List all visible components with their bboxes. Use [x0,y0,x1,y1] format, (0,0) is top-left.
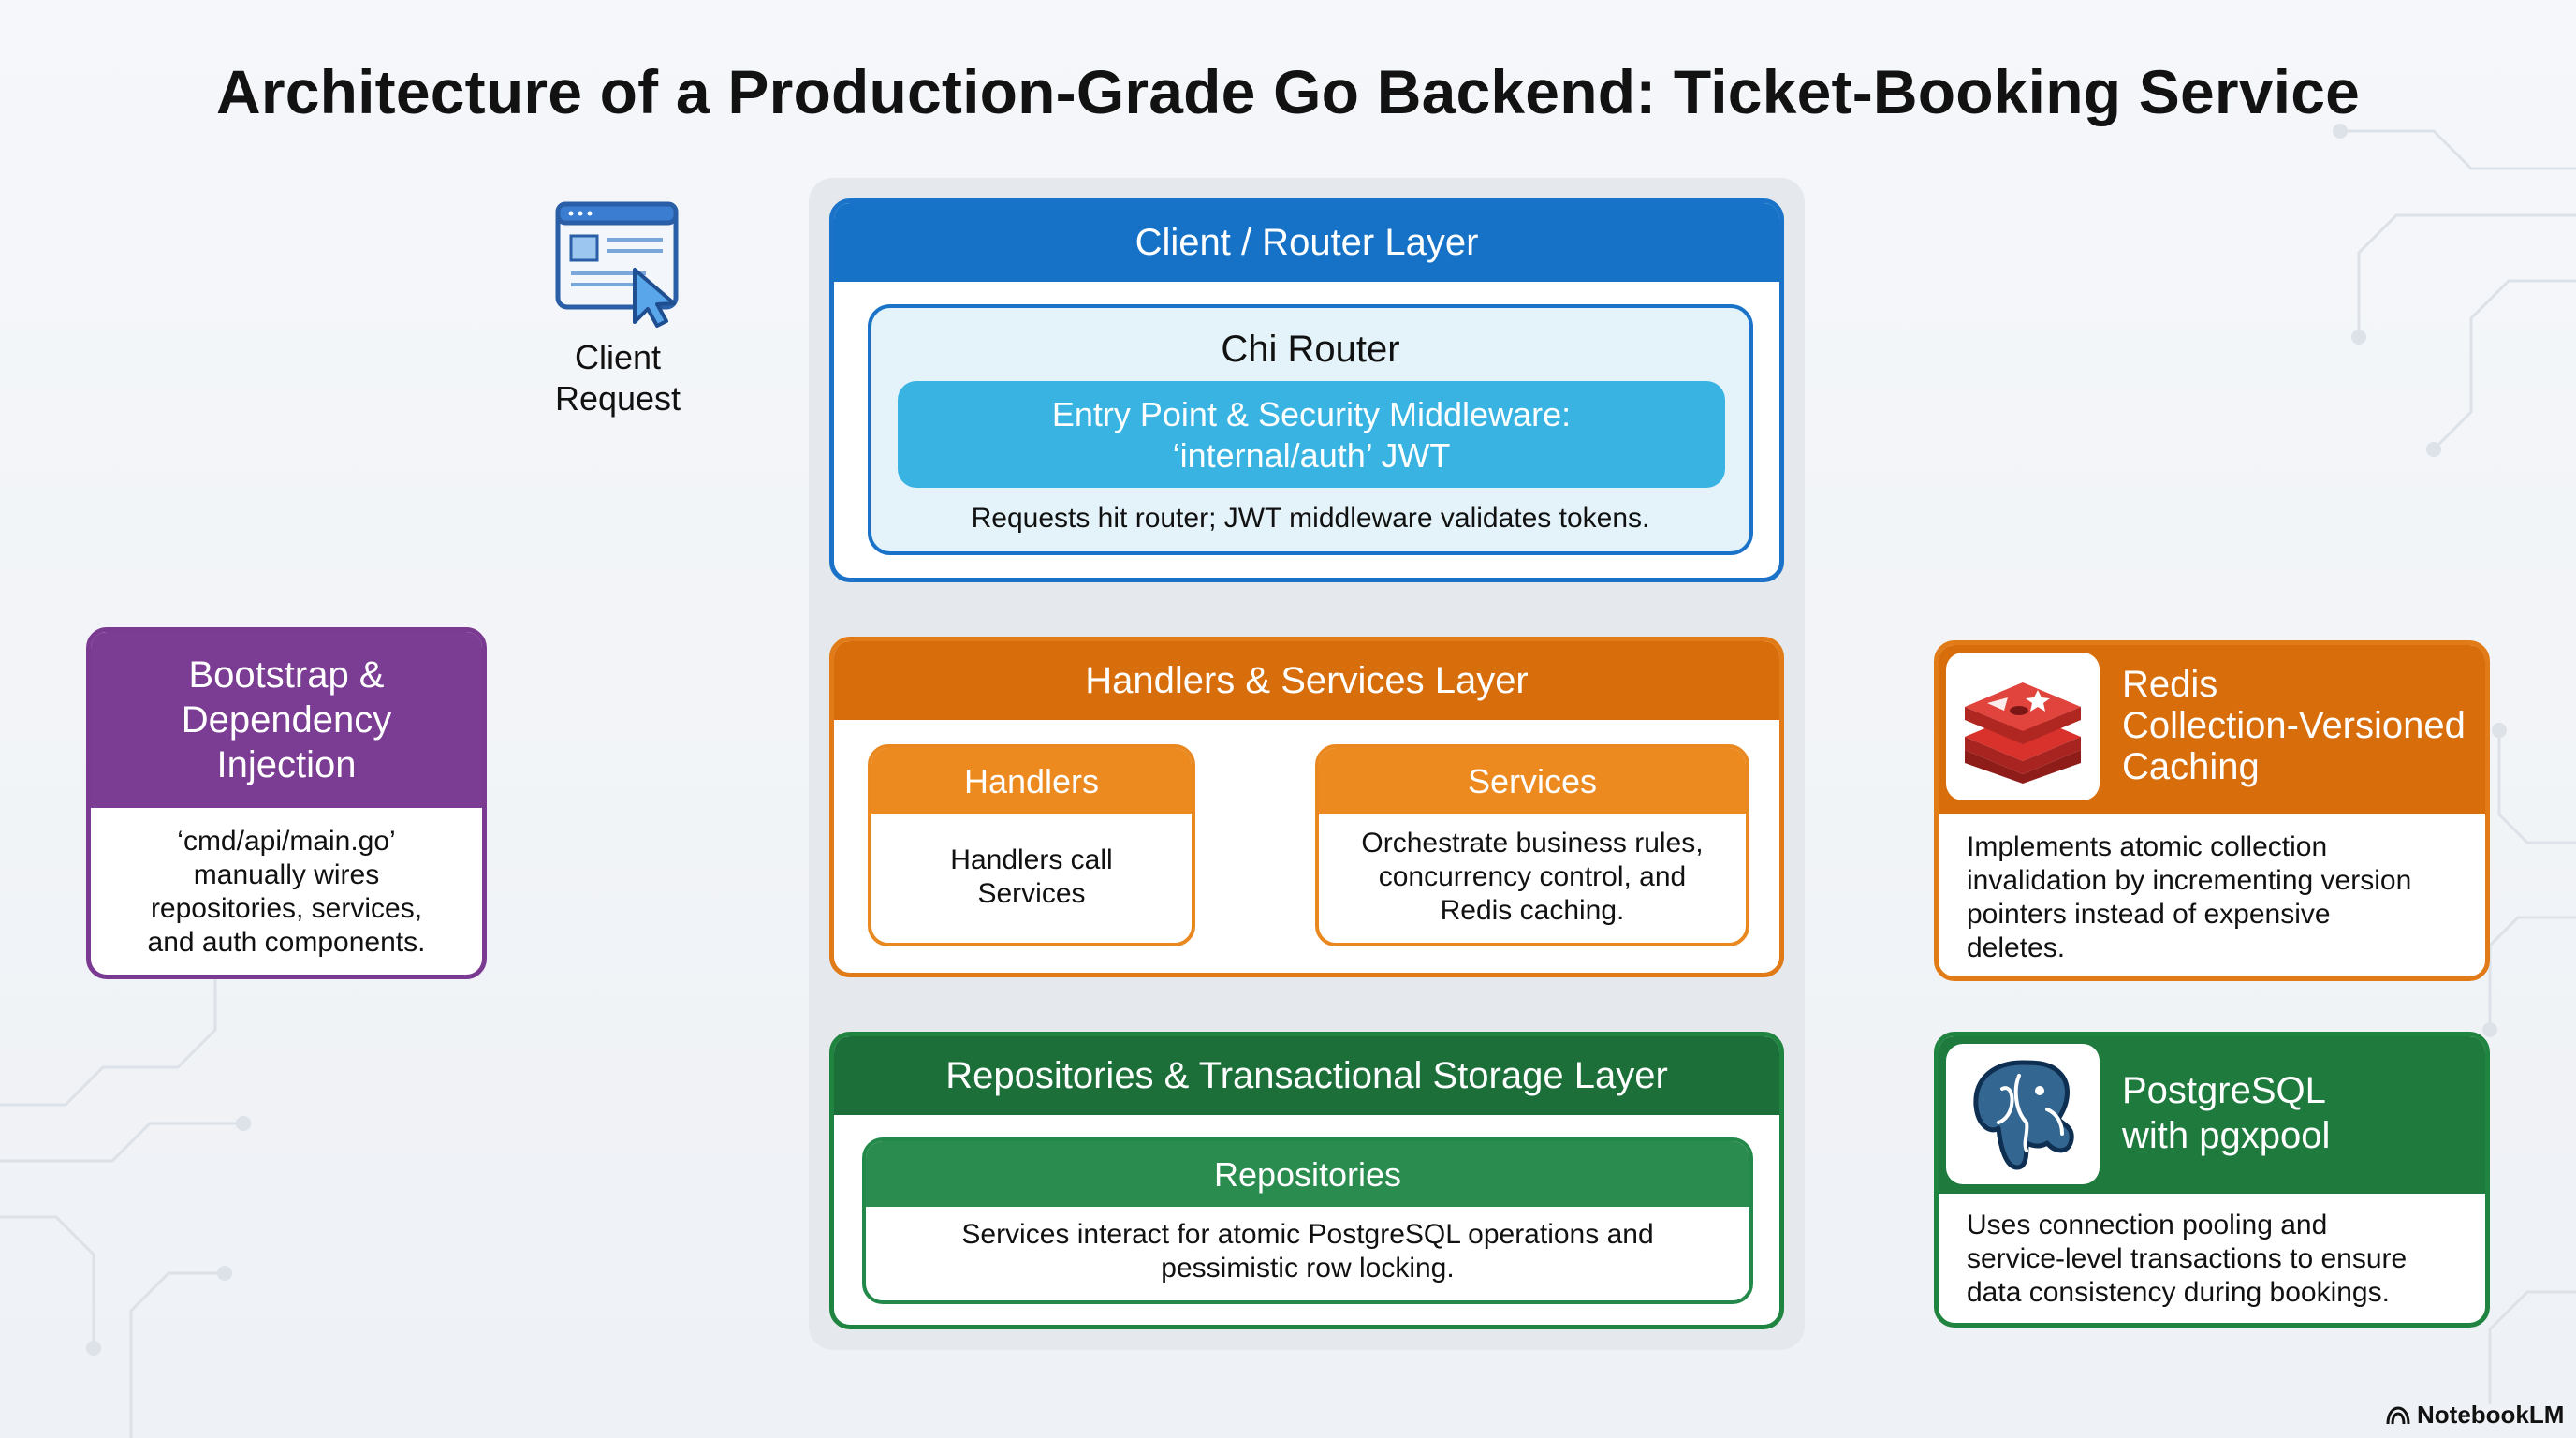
notebooklm-branding: NotebookLM [2385,1401,2564,1430]
repositories-box: Repositories Services interact for atomi… [862,1137,1753,1304]
postgres-logo-tile [1946,1044,2100,1184]
redis-logo-icon [1965,682,2081,784]
bootstrap-description: ‘cmd/api/main.go’ manually wires reposit… [147,826,426,958]
chi-router-title: Chi Router [1221,329,1400,370]
bootstrap-title: Bootstrap & Dependency Injection [91,632,482,808]
redis-logo-tile [1946,653,2100,800]
browser-cursor-icon [555,201,679,328]
services-title: Services [1319,748,1746,814]
notebooklm-logo-icon [2386,1406,2410,1425]
services-box: Services Orchestrate business rules, con… [1315,744,1749,946]
repositories-layer: Repositories & Transactional Storage Lay… [829,1032,1784,1329]
security-middleware-pill: Entry Point & Security Middleware: ‘inte… [898,381,1725,488]
chi-router-box: Chi Router Entry Point & Security Middle… [868,304,1753,555]
handlers-title: Handlers [871,748,1192,814]
handlers-services-layer: Handlers & Services Layer Handlers Handl… [829,637,1784,977]
bootstrap-di-card: Bootstrap & Dependency Injection ‘cmd/ap… [86,627,487,979]
repositories-description: Services interact for atomic PostgreSQL … [961,1219,1654,1284]
redis-description: Implements atomic collection invalidatio… [1967,831,2412,963]
page-title: Architecture of a Production-Grade Go Ba… [215,57,2361,126]
router-layer-title: Client / Router Layer [834,203,1779,282]
postgres-title: PostgreSQL with pgxpool [2122,1070,2331,1156]
redis-title: Redis Collection-Versioned Caching [2122,664,2466,787]
client-request-label: Client Request [554,338,681,418]
repositories-title: Repositories [866,1141,1749,1207]
services-description: Orchestrate business rules, concurrency … [1361,828,1704,926]
repositories-layer-title: Repositories & Transactional Storage Lay… [834,1036,1779,1115]
postgres-elephant-icon [1973,1060,2074,1170]
postgres-card: PostgreSQL with pgxpool Uses connection … [1934,1032,2490,1328]
postgres-description: Uses connection pooling and service-leve… [1967,1210,2408,1308]
router-description: Requests hit router; JWT middleware vali… [971,503,1650,534]
router-layer: Client / Router Layer Chi Router Entry P… [829,198,1784,582]
handlers-description: Handlers call Services [950,844,1113,909]
handlers-layer-title: Handlers & Services Layer [834,641,1779,720]
redis-card: Redis Collection-Versioned Caching Imple… [1934,640,2490,981]
handlers-box: Handlers Handlers call Services [868,744,1195,946]
